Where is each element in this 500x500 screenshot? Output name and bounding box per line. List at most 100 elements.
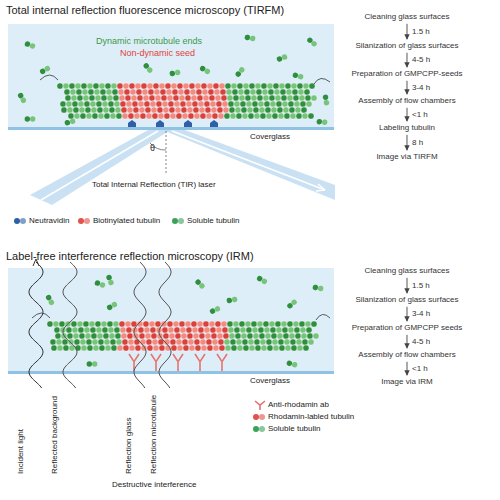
region-label: Dynamic microtubule ends xyxy=(96,36,202,47)
microtubule xyxy=(57,83,317,119)
neutravidin-symbol xyxy=(184,120,192,127)
protocol-step: Assembly of flow chambers xyxy=(356,95,457,107)
protocol-step: Preparation of GMPCPP seeds xyxy=(350,322,465,334)
duration-label: 8 h xyxy=(412,138,423,148)
legend-entry: Soluble tubulin xyxy=(172,216,239,226)
wave-label: Reflected background xyxy=(50,396,60,474)
neutravidin-symbol xyxy=(128,120,136,127)
legend-swatch xyxy=(14,217,26,225)
panel-title: Total internal reflection fluorescence m… xyxy=(6,4,284,17)
soluble-tubulin xyxy=(292,72,304,80)
soluble-tubulin xyxy=(24,41,36,50)
legend-text: Anti-rhodamin ab xyxy=(268,400,329,410)
soluble-tubulin xyxy=(199,65,211,75)
beam-label: Total Internal Reflection (TIR) laser xyxy=(92,180,216,190)
soluble-tubulin xyxy=(244,34,256,41)
incident-wave xyxy=(29,262,43,388)
step-text: Image via IRM xyxy=(381,377,433,387)
legend-text: Neutravidin xyxy=(29,216,69,226)
laser-beam-out xyxy=(160,129,335,200)
legend-swatch xyxy=(253,425,265,433)
soluble-tubulin xyxy=(286,298,298,309)
protocol-step: Silanization of glass surfaces xyxy=(353,294,460,306)
soluble-tubulin xyxy=(194,278,205,289)
step-text: Cleaning glass surfaces xyxy=(365,266,450,276)
legend-swatch xyxy=(172,217,184,225)
panel-title: Label-free interference reflection micro… xyxy=(6,250,254,263)
soluble-tubulin xyxy=(64,118,76,126)
wave-label: Reflection microtubule xyxy=(149,395,159,474)
legend-entry: Biotinylated tubulin xyxy=(78,216,160,226)
step-text: Preparation of GMPCPP seeds xyxy=(352,323,463,333)
antibody-symbol xyxy=(173,354,183,371)
step-text: Image via TIRFM xyxy=(376,152,437,162)
protocol-step: Labeling tubulin xyxy=(377,122,437,134)
wave-label: Reflection glass xyxy=(124,418,134,474)
legend-entry: Soluble tubulin xyxy=(253,424,320,434)
surface-label: Coverglass xyxy=(250,132,290,142)
step-arrow xyxy=(406,135,407,150)
step-arrow xyxy=(406,307,407,321)
growth-arrow xyxy=(314,78,330,84)
step-arrow xyxy=(407,362,408,375)
step-arrow xyxy=(406,335,407,348)
step-text: Preparation of GMPCPP-seeds xyxy=(351,69,462,79)
legend-swatch xyxy=(78,217,90,225)
legend-entry: Rhodamin-labled tubulin xyxy=(253,412,354,422)
step-text: Silanization of glass surfaces xyxy=(355,295,458,305)
legend-text: Soluble tubulin xyxy=(268,424,320,434)
legend-text: Biotinylated tubulin xyxy=(93,216,160,226)
antibody-symbol xyxy=(129,354,139,371)
soluble-tubulin xyxy=(322,94,329,106)
step-arrow xyxy=(406,53,407,67)
step-arrow xyxy=(407,24,408,39)
duration-label: 1.5 h xyxy=(412,27,430,37)
soluble-tubulin xyxy=(25,116,36,121)
soluble-tubulin xyxy=(256,275,268,285)
duration-label: 3-4 h xyxy=(412,309,430,319)
beam-arrowhead xyxy=(316,184,325,191)
step-arrow xyxy=(406,81,407,94)
normal-line xyxy=(166,131,167,175)
reflection-microtubule-wave xyxy=(159,262,171,388)
legend-entry: Neutravidin xyxy=(14,216,69,226)
soluble-tubulin xyxy=(306,36,318,47)
microtubule xyxy=(47,321,319,351)
duration-label: <1 h xyxy=(412,110,428,120)
soluble-tubulin xyxy=(209,305,221,314)
protocol-step: Assembly of flow chambers xyxy=(356,349,457,361)
duration-label: 4-5 h xyxy=(412,337,430,347)
liquid-chamber xyxy=(8,24,334,128)
neutravidin-symbol xyxy=(210,120,218,127)
soluble-tubulin xyxy=(106,274,115,286)
legend-text: Soluble tubulin xyxy=(187,216,239,226)
angle-label: θ xyxy=(150,143,155,154)
soluble-tubulin xyxy=(142,62,153,74)
growth-arrow xyxy=(316,314,330,320)
coverglass xyxy=(8,127,334,130)
soluble-tubulin xyxy=(169,69,181,76)
duration-label: 3-4 h xyxy=(412,83,430,93)
growth-arrow xyxy=(40,75,58,80)
protocol-step: Image via TIRFM xyxy=(374,151,439,163)
reflection-glass-wave xyxy=(134,262,146,388)
protocol-step: Preparation of GMPCPP-seeds xyxy=(349,68,464,80)
liquid-chamber xyxy=(8,268,334,372)
protocol-step: Cleaning glass surfaces xyxy=(363,265,452,277)
surface-label: Coverglass xyxy=(250,376,290,386)
antibody-symbol xyxy=(195,354,205,371)
antibody-symbol xyxy=(217,354,227,371)
soluble-tubulin xyxy=(276,54,288,63)
soluble-tubulin xyxy=(17,92,27,104)
duration-label: 1.5 h xyxy=(412,281,430,291)
duration-label: 4-5 h xyxy=(412,55,430,65)
step-arrow xyxy=(407,108,408,121)
soluble-tubulin xyxy=(312,284,324,291)
step-arrow xyxy=(407,278,408,293)
beam-arrow xyxy=(41,131,158,200)
soluble-tubulin xyxy=(45,294,55,306)
legend-swatch xyxy=(253,413,265,421)
neutravidin-symbol xyxy=(156,120,164,127)
protocol-step: Image via IRM xyxy=(379,376,435,388)
